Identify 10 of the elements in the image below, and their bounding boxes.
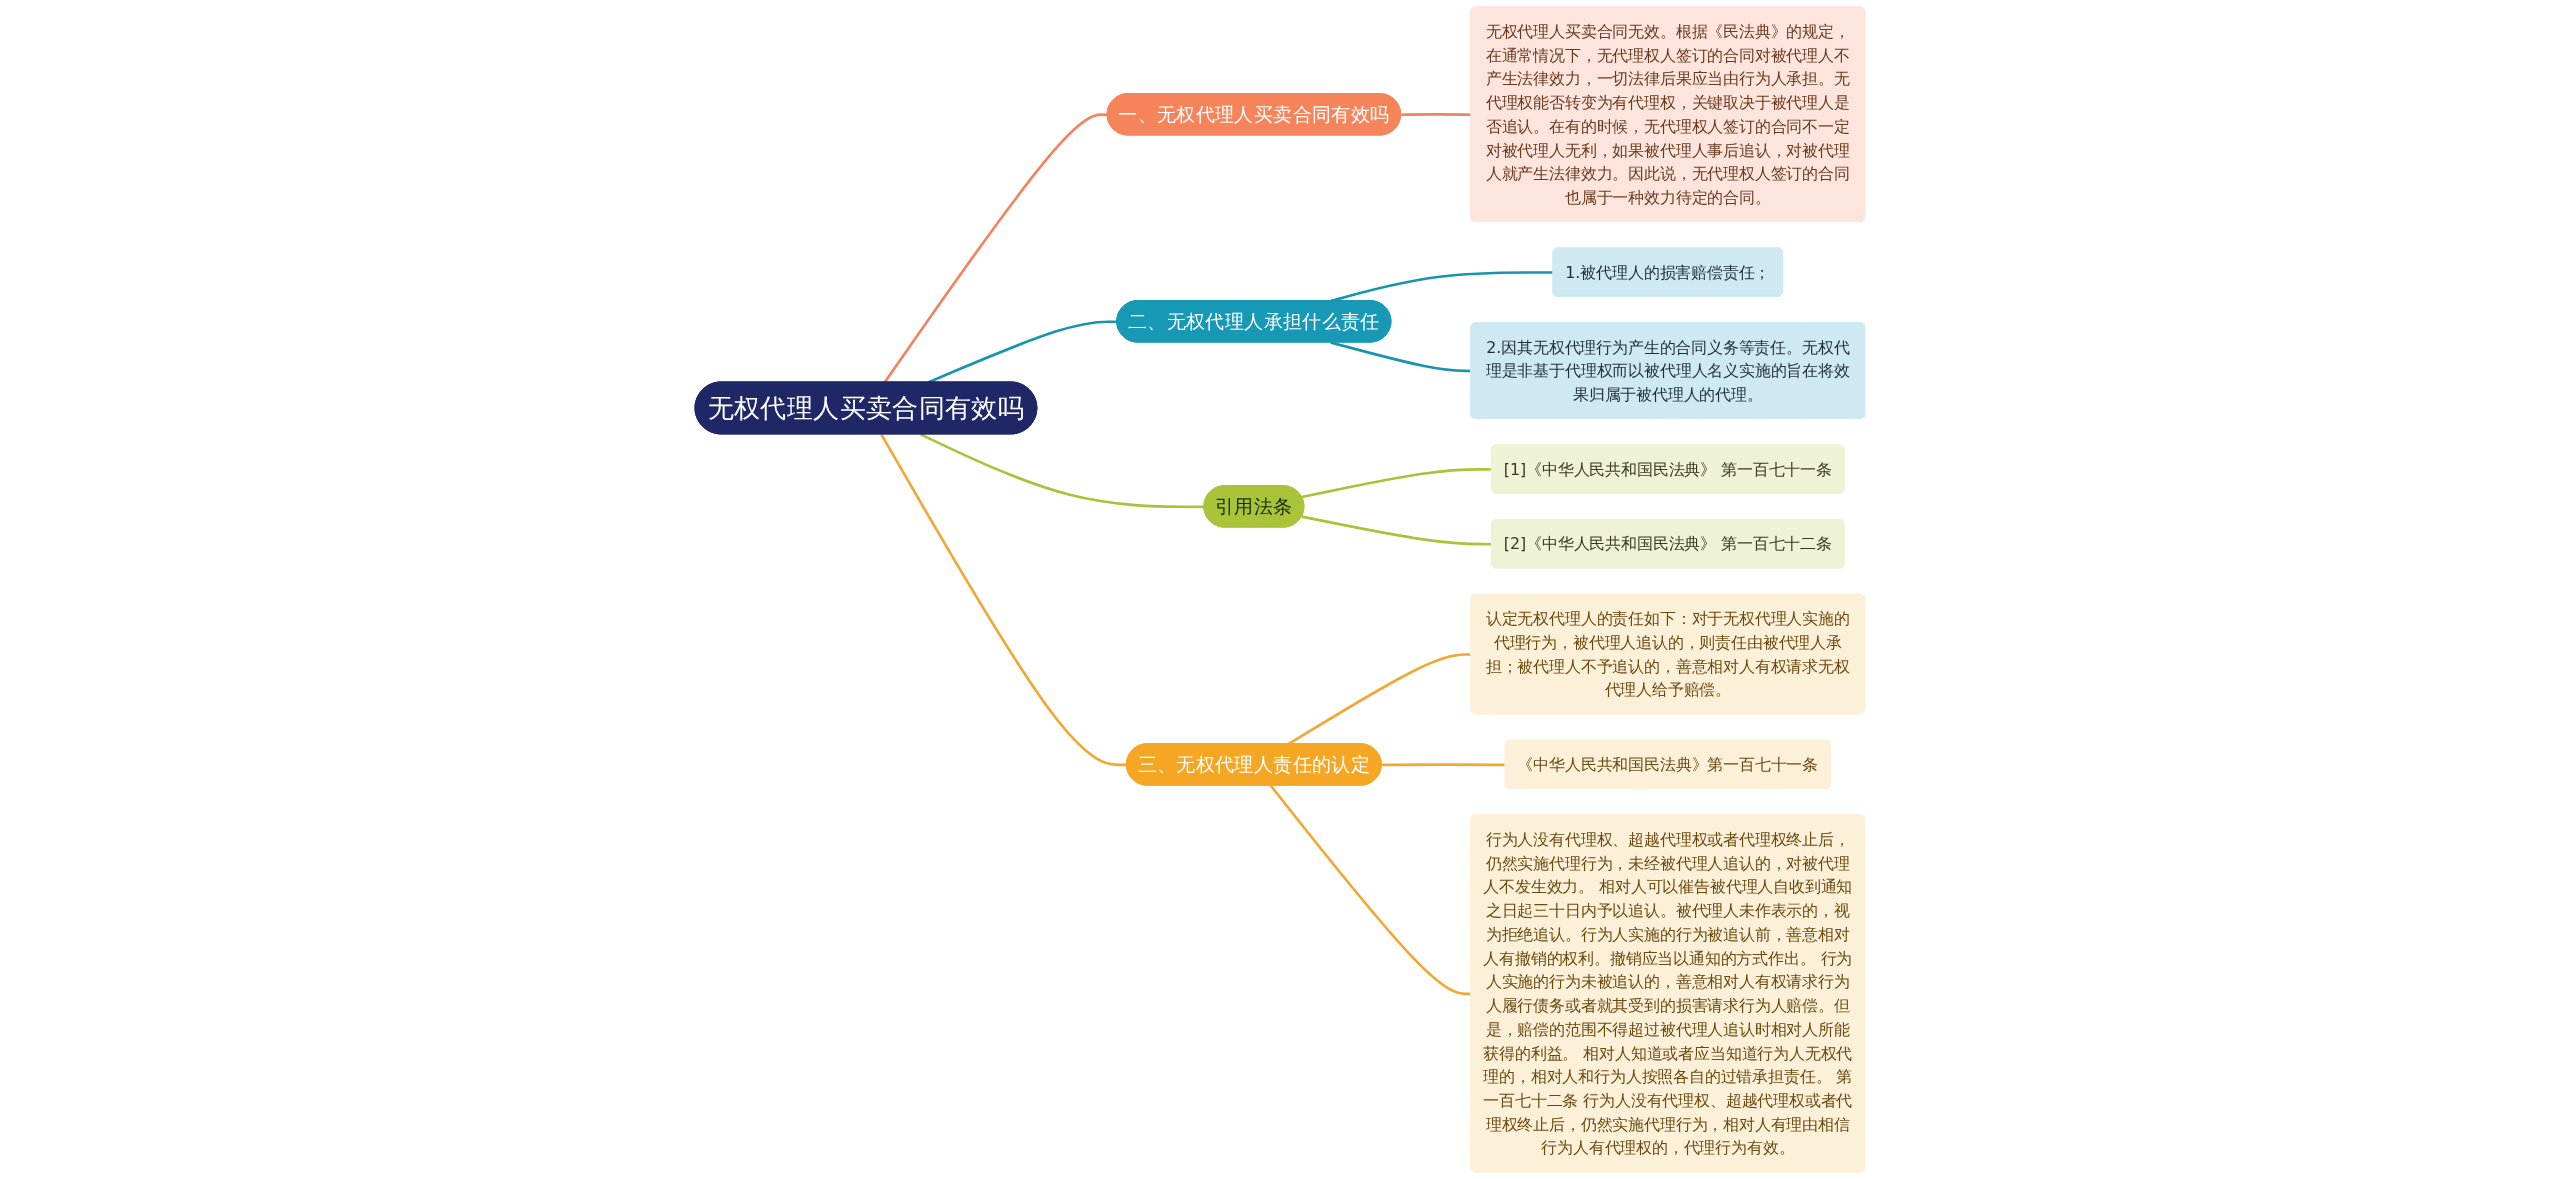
connector — [1301, 468, 1492, 499]
connector — [1301, 515, 1492, 546]
connector — [920, 433, 1205, 509]
connector — [1330, 341, 1472, 373]
connector — [1269, 784, 1472, 996]
connector — [880, 433, 1128, 767]
connector — [927, 320, 1118, 384]
connector — [1381, 763, 1506, 767]
connector — [883, 113, 1108, 384]
connector — [1401, 113, 1472, 117]
